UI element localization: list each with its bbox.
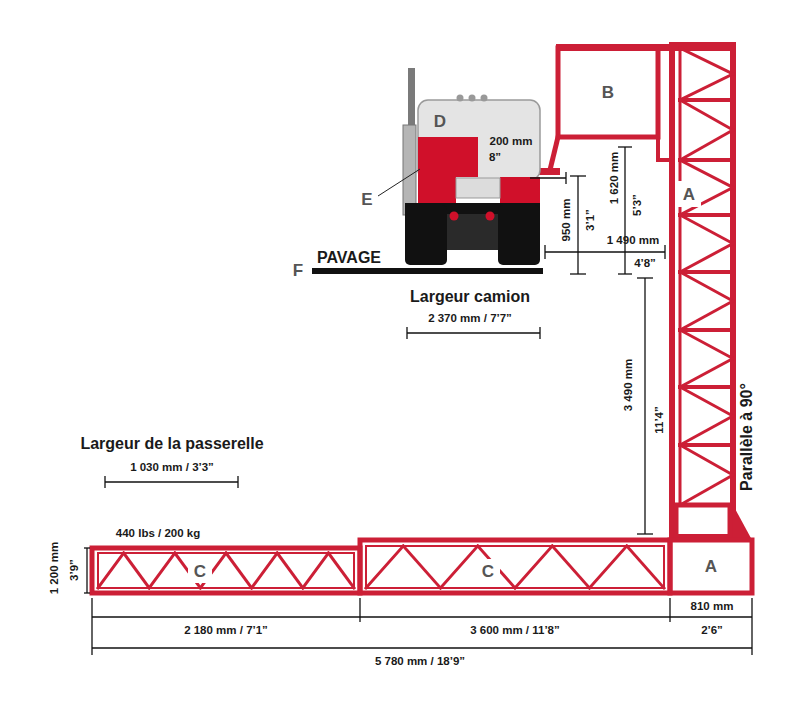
truss-member (303, 553, 329, 588)
truss-member (680, 158, 733, 162)
dimension: 3 490 mm (622, 358, 635, 412)
dimension: 8” (489, 151, 501, 164)
truss-member (328, 553, 354, 588)
truss-member (680, 48, 733, 74)
truss-member (252, 553, 278, 588)
truss-member (124, 553, 150, 588)
truss-member (680, 301, 733, 330)
note-label: Parallèle à 90° (738, 383, 756, 491)
truss-member (680, 445, 733, 475)
truss-member (680, 100, 733, 130)
dimension: 2’6” (701, 624, 723, 637)
truss-member (366, 546, 403, 588)
truss-member (149, 553, 175, 588)
dimension: 3’1” (584, 208, 597, 232)
truss-member (680, 244, 733, 273)
truss-member (552, 546, 589, 588)
platform-box: B (558, 48, 658, 137)
part-letter: B (600, 83, 616, 102)
truss-member (98, 553, 124, 588)
heading-label: Largeur camion (410, 288, 530, 306)
dimension: 950 mm (560, 198, 573, 243)
truss-member (680, 213, 733, 217)
part-letter: C (480, 562, 496, 581)
corner-box: A (674, 544, 748, 589)
truss-member (680, 328, 733, 332)
dimension: 4’8” (634, 257, 656, 270)
dimension: 810 mm (691, 600, 734, 613)
dimension: 2 370 mm / 7’7” (428, 312, 512, 325)
dimension: 1 490 mm (607, 234, 659, 247)
part-letter: E (361, 191, 372, 210)
truss-member (680, 215, 733, 244)
dimension: 200 mm (490, 135, 533, 148)
part-letter: F (293, 262, 303, 281)
truss-member (680, 443, 733, 447)
walkway-section: C (188, 559, 212, 583)
truss-member (680, 416, 733, 445)
truss-member (627, 546, 664, 588)
truss-member (441, 546, 478, 588)
truss-member (403, 546, 440, 588)
walkway-section: C (476, 559, 500, 583)
truss-member (680, 272, 733, 301)
truss-member (590, 546, 627, 588)
part-letter: D (434, 113, 446, 132)
dimension: 5’3” (631, 193, 644, 217)
part-letter: A (703, 557, 719, 576)
dimension: 1 200 mm (48, 542, 61, 594)
truss-member (680, 359, 733, 388)
truss-member (680, 387, 733, 416)
part-letter: C (192, 562, 208, 581)
truss-member (680, 74, 733, 100)
dimension: 5 780 mm / 18’9” (375, 655, 465, 668)
truss-member (680, 270, 733, 274)
truss-member (680, 98, 733, 102)
truss-member (515, 546, 552, 588)
ground-label: PAVAGE (317, 249, 381, 267)
part-letter: A (681, 185, 697, 204)
truss-member (680, 385, 733, 389)
tower-section: A (677, 181, 701, 207)
heading-label: Largeur de la passerelle (80, 435, 263, 453)
truss-member (277, 553, 303, 588)
dimension: 1 030 mm / 3’3” (130, 461, 214, 474)
dimension: 1 620 mm (608, 151, 621, 205)
truss-member (226, 553, 252, 588)
truss-member (680, 475, 733, 505)
dimension: 2 180 mm / 7’1” (184, 624, 268, 637)
load-label: 440 lbs / 200 kg (116, 527, 200, 540)
dimension: 11’4” (653, 405, 666, 435)
dimension: 3’9” (68, 559, 81, 581)
dimension: 3 600 mm / 11’8” (470, 624, 560, 637)
truss-member (680, 130, 733, 160)
truss-member (680, 330, 733, 359)
